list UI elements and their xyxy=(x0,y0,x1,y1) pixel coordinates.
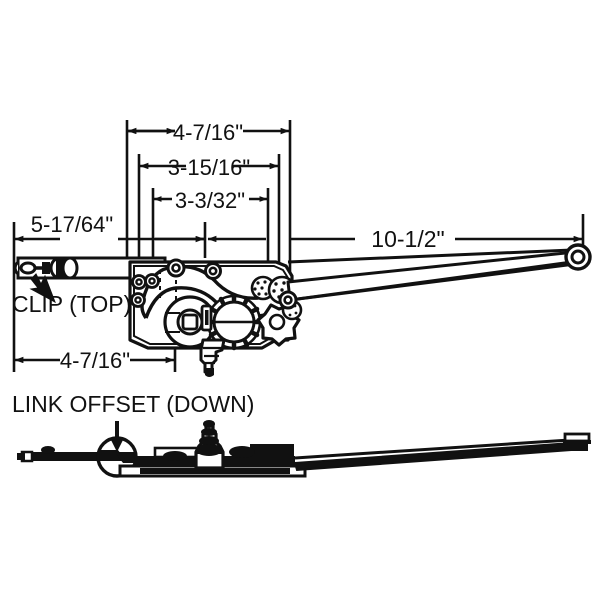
dim-3-3-32: 3-3/32" xyxy=(153,188,268,213)
crank-spindle xyxy=(199,304,226,377)
side-view-spindle xyxy=(194,420,225,470)
extension-arm xyxy=(278,243,592,310)
top-view-assembly xyxy=(13,243,592,377)
dim-3-15-16: 3-15/16" xyxy=(139,155,279,180)
callout-label-link-offset: LINK OFFSET (DOWN) xyxy=(12,391,254,417)
side-view-body xyxy=(118,444,307,478)
dim-10-1-2: 10-1/2" xyxy=(207,226,583,252)
dim-label-4-7-16-bottom: 4-7/16" xyxy=(60,348,130,373)
dim-label-10-1-2: 10-1/2" xyxy=(371,226,444,252)
clip-component xyxy=(19,256,79,280)
side-view-arm xyxy=(293,432,591,472)
side-view-assembly xyxy=(17,420,591,478)
dim-label-4-7-16-top: 4-7/16" xyxy=(173,120,243,145)
pivot-holes xyxy=(130,258,222,308)
callout-clip-top: CLIP (TOP) xyxy=(12,273,131,317)
dim-4-7-16-bottom: 4-7/16" xyxy=(14,348,175,373)
dim-label-5-17-64: 5-17/64" xyxy=(31,212,113,237)
callout-link-offset: LINK OFFSET (DOWN) xyxy=(12,391,254,452)
link-bar xyxy=(17,446,135,463)
dim-4-7-16-top: 4-7/16" xyxy=(127,120,290,145)
dim-label-3-15-16: 3-15/16" xyxy=(168,155,250,180)
dim-label-3-3-32: 3-3/32" xyxy=(175,188,245,213)
callout-label-clip-top: CLIP (TOP) xyxy=(12,291,131,317)
